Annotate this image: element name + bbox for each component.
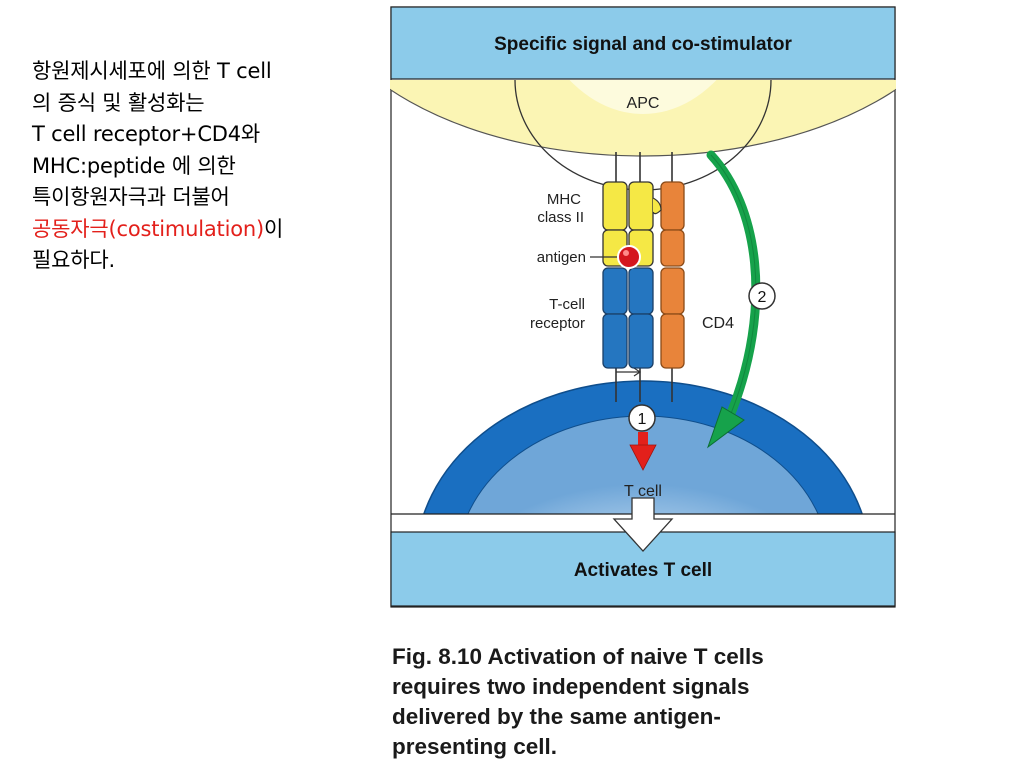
mhc-label-line1: MHC (547, 191, 581, 208)
note-line-3: T cell receptor+CD4와 (32, 122, 261, 146)
note-line-4: MHC:peptide 에 의한 (32, 153, 236, 178)
signal-1-badge (628, 404, 656, 432)
note-line-2: 의 증식 및 활성화는 (32, 90, 205, 115)
figure-caption: Fig. 8.10 Activation of naive T cells re… (392, 642, 862, 762)
diagram-canvas: Specific signal and co-stimulator APC T … (390, 6, 896, 608)
cd4-molecule (660, 181, 685, 369)
note-line-1: 항원제시세포에 의한 T cell (32, 59, 272, 83)
signal-1-arrow-head (629, 444, 657, 471)
caption-line-1: Fig. 8.10 Activation of naive T cells (392, 644, 764, 669)
membrane-stalks (615, 152, 673, 402)
caption-line-4: presenting cell. (392, 734, 558, 759)
t-cell-label: T cell (624, 483, 662, 500)
t-cell-activation-diagram: Specific signal and co-stimulator APC T … (390, 6, 896, 608)
tcr-label-line2: receptor (530, 315, 585, 332)
cd4-label: CD4 (702, 315, 734, 332)
signal-2-number: 2 (758, 289, 767, 306)
caption-line-2: requires two independent signals (392, 674, 750, 699)
apc-highlight (569, 80, 717, 114)
note-line-6: 공동자극(costimulation)이 (32, 214, 382, 246)
tcr-label-line1: T-cell (549, 296, 585, 313)
antigen-label: antigen (537, 249, 586, 266)
bottom-banner-text: Activates T cell (574, 560, 712, 581)
top-banner-text: Specific signal and co-stimulator (494, 34, 792, 55)
activation-arrow (612, 497, 674, 552)
antigen-shine (623, 250, 629, 256)
signal-1-arrow-shaft (638, 432, 648, 446)
costimulation-highlight: 공동자극(costimulation) (32, 216, 264, 241)
note-line-7: 필요하다. (32, 248, 115, 272)
note-line-6-suffix: 이 (263, 216, 284, 241)
t-cell-receptor (602, 267, 654, 369)
korean-explanation-text: 항원제시세포에 의한 T cell 의 증식 및 활성화는 T cell rec… (32, 56, 382, 277)
antigen-peptide (617, 245, 641, 269)
caption-line-3: delivered by the same antigen- (392, 704, 721, 729)
signal-2-badge (748, 282, 776, 310)
note-line-5: 특이항원자극과 더불어 (32, 185, 230, 209)
signal-1-number: 1 (638, 411, 647, 428)
mhc-cd4-contact (652, 197, 662, 215)
mhc-label-line2: class II (537, 209, 584, 226)
top-banner (390, 6, 896, 80)
co-stimulation-arrow-head (706, 406, 745, 449)
apc-label: APC (627, 95, 660, 112)
